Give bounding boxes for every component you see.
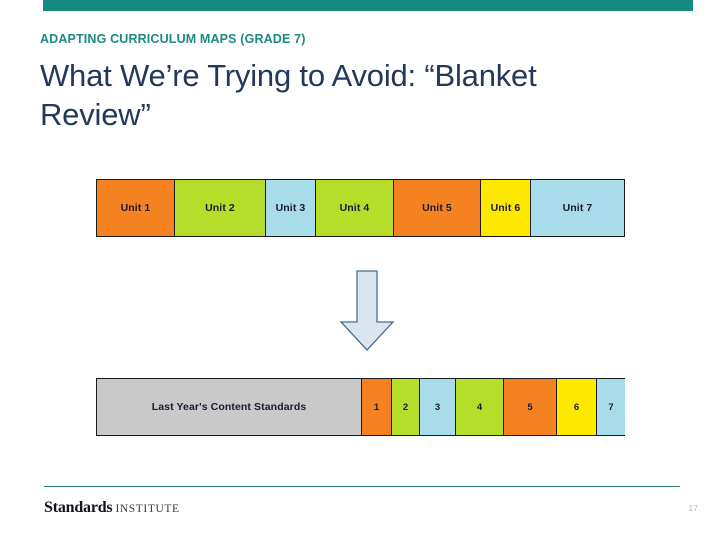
unit-cell: Unit 3 bbox=[266, 180, 316, 236]
unit-cell-label: Unit 7 bbox=[562, 202, 593, 214]
standard-number-cell: 2 bbox=[392, 379, 420, 435]
unit-cell: Unit 6 bbox=[481, 180, 531, 236]
standard-number-cell: 5 bbox=[504, 379, 557, 435]
eyebrow-text: ADAPTING CURRICULUM MAPS (GRADE 7) bbox=[40, 32, 306, 46]
unit-cell-label: Unit 2 bbox=[205, 202, 235, 214]
standards-row: Last Year's Content Standards 1 2 3 4 5 6 7 bbox=[96, 378, 625, 436]
unit-cell: Unit 1 bbox=[97, 180, 175, 236]
unit-cell-label: Unit 6 bbox=[490, 202, 521, 214]
standard-number-label: 6 bbox=[573, 401, 580, 413]
slide-header: ADAPTING CURRICULUM MAPS (GRADE 7) What … bbox=[40, 32, 680, 135]
standard-number-cell: 1 bbox=[362, 379, 392, 435]
standard-number-cell: 4 bbox=[456, 379, 504, 435]
unit-cell-label: Unit 5 bbox=[422, 202, 452, 214]
curriculum-map-diagram: Unit 1 Unit 2 Unit 3 Unit 4 Unit 5 Unit 6 Unit… bbox=[0, 170, 720, 460]
arrow-down-icon bbox=[336, 270, 398, 352]
standard-number-cell: 6 bbox=[557, 379, 597, 435]
standard-number-label: 5 bbox=[527, 401, 533, 413]
unit-cell-label: Unit 3 bbox=[275, 202, 306, 214]
unit-cell: Unit 4 bbox=[316, 180, 394, 236]
logo-primary-text: Standards bbox=[44, 499, 113, 516]
standard-number-label: 2 bbox=[402, 401, 409, 413]
unit-cell-label: Unit 4 bbox=[339, 202, 370, 214]
standard-number-label: 4 bbox=[476, 401, 483, 413]
units-row: Unit 1 Unit 2 Unit 3 Unit 4 Unit 5 Unit 6 Unit… bbox=[96, 179, 625, 237]
unit-cell: Unit 7 bbox=[531, 180, 624, 236]
unit-cell-label: Unit 1 bbox=[120, 202, 151, 214]
footer-divider bbox=[44, 486, 680, 487]
standard-number-label: 7 bbox=[608, 401, 614, 413]
standard-number-cell: 3 bbox=[420, 379, 456, 435]
standards-row-label: Last Year's Content Standards bbox=[97, 379, 362, 435]
top-accent-bar bbox=[43, 0, 693, 11]
standard-number-label: 3 bbox=[434, 401, 441, 413]
brand-logo: Standards INSTITUTE bbox=[44, 499, 180, 517]
standards-number-cells: 1 2 3 4 5 6 7 bbox=[362, 379, 625, 435]
page-number: 17 bbox=[688, 503, 698, 513]
logo-secondary-text: INSTITUTE bbox=[115, 503, 180, 515]
page-title: What We’re Trying to Avoid: “Blanket Rev… bbox=[40, 57, 537, 133]
unit-cell: Unit 5 bbox=[394, 180, 481, 236]
standard-number-label: 1 bbox=[373, 401, 380, 413]
unit-cell: Unit 2 bbox=[175, 180, 266, 236]
standard-number-cell: 7 bbox=[597, 379, 625, 435]
